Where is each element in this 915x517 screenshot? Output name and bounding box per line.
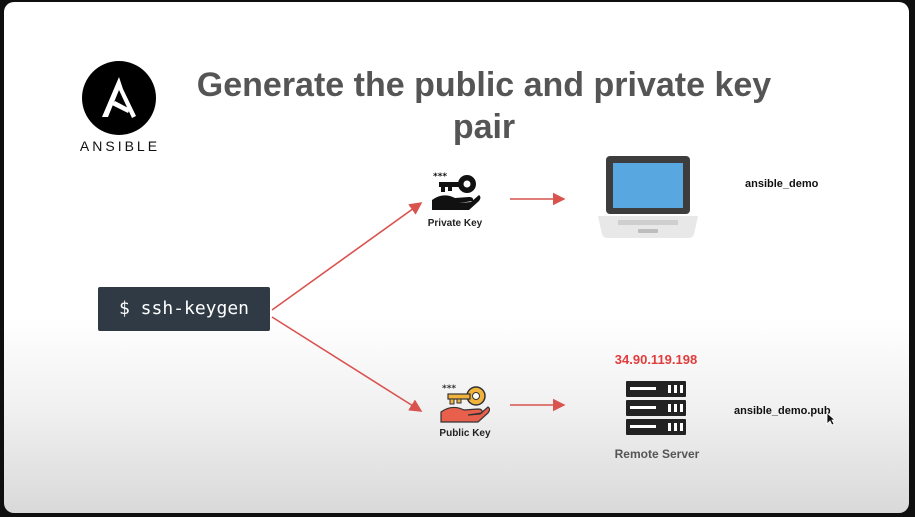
ansible-wordmark: ANSIBLE xyxy=(79,138,161,154)
ssh-keygen-command: $ ssh-keygen xyxy=(98,287,270,331)
public-key-icon: *** xyxy=(440,384,490,423)
server-ip: 34.90.119.198 xyxy=(614,352,698,367)
laptop-filename: ansible_demo xyxy=(745,178,819,190)
private-key-icon: *** xyxy=(432,172,481,210)
svg-text:***: *** xyxy=(442,384,456,394)
slide: ANSIBLE Generate the public and private … xyxy=(4,2,909,513)
flow-arrows xyxy=(271,192,566,412)
server-icon xyxy=(626,381,686,435)
arrow-to-public-key xyxy=(271,316,423,412)
arrow-to-private-key xyxy=(271,202,423,311)
slide-title: Generate the public and private key pair xyxy=(196,66,772,146)
server-filename: ansible_demo.pub xyxy=(734,405,831,417)
private-key-label: Private Key xyxy=(427,218,483,229)
public-key-label: Public Key xyxy=(439,428,491,439)
laptop-icon xyxy=(598,156,698,238)
remote-server-label: Remote Server xyxy=(614,447,700,461)
ansible-a-icon xyxy=(102,77,136,118)
svg-text:***: *** xyxy=(433,172,447,182)
ansible-logo xyxy=(82,61,156,135)
mouse-cursor-icon xyxy=(826,412,836,426)
